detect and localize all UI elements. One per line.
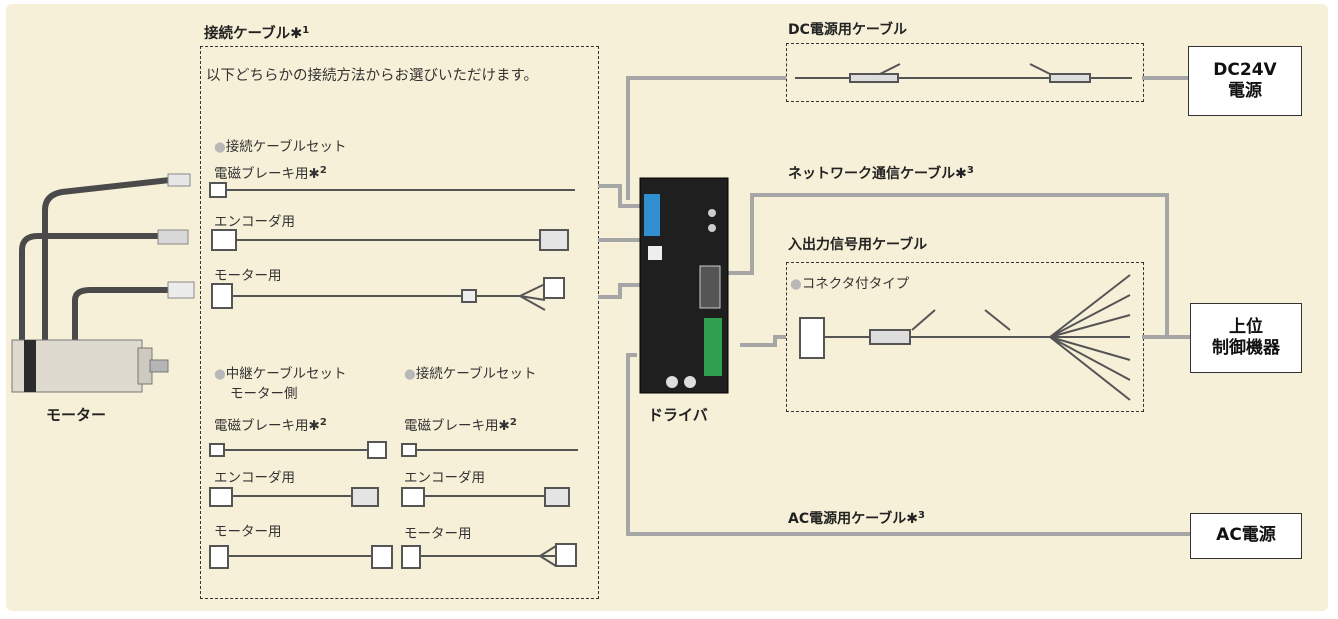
- host-line1: 上位: [1229, 316, 1263, 337]
- set-title-2: ●接続ケーブルセット: [404, 366, 537, 382]
- io-cable-label: 入出力信号用ケーブル: [788, 237, 928, 253]
- host-controller-box: 上位 制御機器: [1190, 303, 1302, 373]
- relay-encoder-label: エンコーダ用: [214, 470, 295, 486]
- ac-power-line: [626, 353, 1190, 536]
- io-type-label: ●コネクタ付タイプ: [790, 276, 910, 292]
- driver-label: ドライバ: [648, 406, 708, 424]
- cable-drawings: [209, 63, 1132, 569]
- ac-power-box: AC電源: [1190, 513, 1302, 559]
- connection-lines: [598, 76, 1190, 536]
- relay-motor-label: モーター用: [214, 524, 282, 540]
- driver-illustration: [639, 177, 729, 394]
- network-line: [718, 193, 1169, 337]
- ac-cable-label: AC電源用ケーブル✱3: [788, 510, 925, 527]
- set2-motor-label: モーター用: [404, 526, 472, 542]
- relay-title: ●中継ケーブルセット: [214, 366, 347, 382]
- encoder-cable-label: エンコーダ用: [214, 214, 295, 230]
- dc24v-power-box: DC24V 電源: [1188, 46, 1302, 116]
- dc-cable-label: DC電源用ケーブル: [788, 22, 908, 38]
- host-line2: 制御機器: [1212, 338, 1280, 358]
- relay-brake-label: 電磁ブレーキ用✱2: [214, 417, 327, 434]
- motor-cable-label: モーター用: [214, 268, 282, 284]
- network-cable-label: ネットワーク通信ケーブル✱3: [788, 165, 974, 182]
- set2-brake-label: 電磁ブレーキ用✱2: [404, 417, 517, 434]
- set2-encoder-label: エンコーダ用: [404, 470, 485, 486]
- connection-cable-title: 接続ケーブル✱1: [204, 25, 310, 42]
- motor-illustration: [11, 173, 195, 393]
- motor-power-line: [598, 283, 640, 299]
- relay-subtitle: モーター側: [230, 386, 298, 402]
- io-line: [740, 335, 786, 347]
- dc24v-line1: DC24V: [1213, 59, 1277, 80]
- dc-cable-group: [786, 43, 1144, 102]
- connection-intro: 以下どちらかの接続方法からお選びいただけます。: [206, 68, 539, 84]
- brake-cable-label: 電磁ブレーキ用✱2: [214, 165, 327, 182]
- dc24v-line2: 電源: [1228, 81, 1262, 101]
- dc-power-line: [626, 76, 786, 200]
- motor-label: モーター: [46, 406, 107, 424]
- set-title: ●接続ケーブルセット: [214, 139, 347, 155]
- brake-cable-line: [598, 184, 640, 208]
- connection-cable-group: [200, 46, 599, 599]
